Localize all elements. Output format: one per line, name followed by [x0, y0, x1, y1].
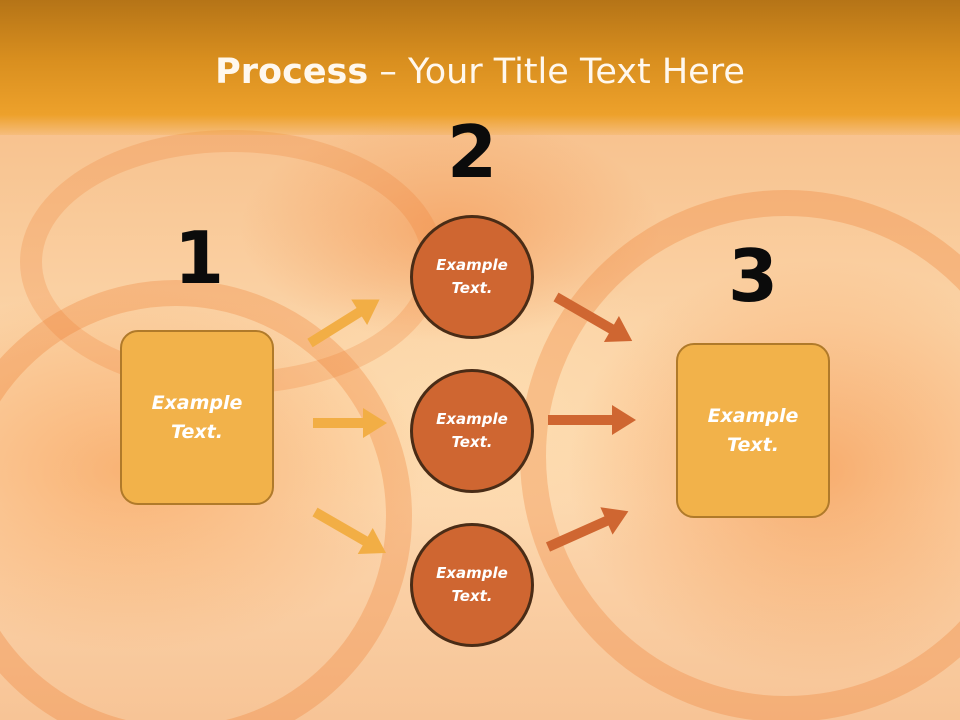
- title-banner: [0, 0, 960, 135]
- title-rest: – Your Title Text Here: [368, 52, 745, 92]
- circle-bottom-text: Example Text.: [436, 563, 508, 605]
- circle-middle-text: Example Text.: [436, 409, 508, 451]
- title-bold: Process: [215, 52, 369, 92]
- arrow-down-right-left: [312, 507, 387, 554]
- arrow-up-right-right: [545, 507, 629, 552]
- step-number-2: 2: [446, 110, 498, 194]
- step-3-text: Example Text.: [707, 405, 799, 456]
- step-2-circle-bottom: Example Text.: [410, 523, 534, 647]
- step-number-3: 3: [727, 234, 779, 318]
- arrow-down-right-right: [553, 292, 633, 342]
- step-1-box: Example Text.: [120, 330, 274, 505]
- step-2-circle-middle: Example Text.: [410, 369, 534, 493]
- step-3-box: Example Text.: [676, 343, 830, 518]
- step-number-1: 1: [173, 216, 225, 300]
- circle-top-text: Example Text.: [436, 255, 508, 297]
- step-2-circle-top: Example Text.: [410, 215, 534, 339]
- arrow-right-left: [313, 408, 387, 438]
- slide-title: Process – Your Title Text Here: [0, 52, 960, 92]
- step-1-text: Example Text.: [151, 392, 243, 443]
- arrow-right-right: [548, 405, 636, 435]
- arrow-up-right-left: [307, 299, 380, 348]
